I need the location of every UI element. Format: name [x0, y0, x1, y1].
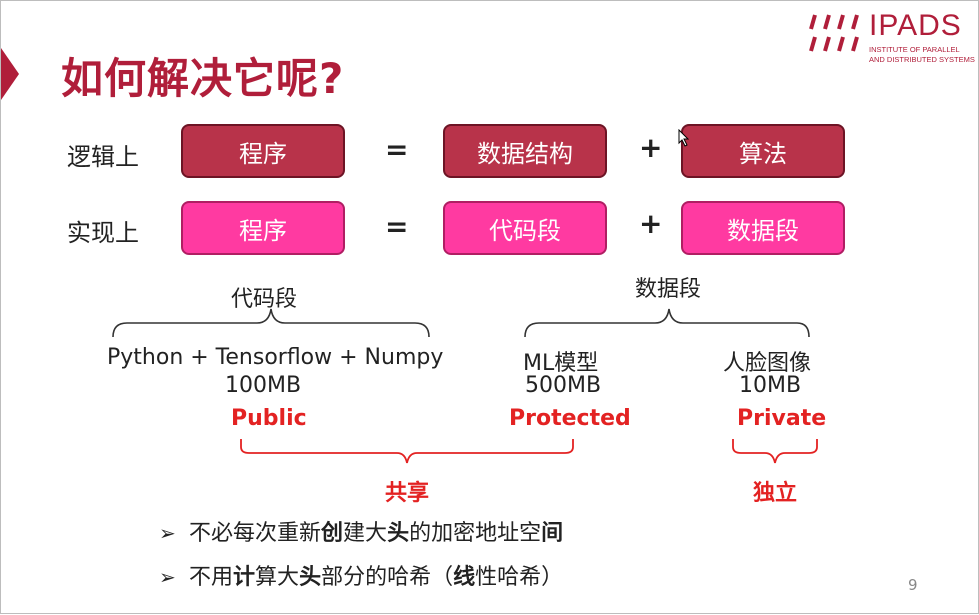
logo-subtitle-2: AND DISTRIBUTED SYSTEMS	[869, 55, 975, 64]
arrow-bullet-icon: ➢	[159, 521, 176, 545]
independent-label: 独立	[753, 481, 798, 506]
item-face-size: 10MB	[739, 373, 802, 398]
equals-sign: =	[385, 133, 409, 166]
title-arrow-marker	[1, 48, 19, 100]
box-data-segment: 数据段	[681, 201, 845, 255]
data-brace	[524, 308, 810, 338]
bullet-item: ➢不用计算大头部分的哈希（线性哈希）	[159, 565, 564, 590]
box-code-segment: 代码段	[443, 201, 607, 255]
item-libs-access: Public	[231, 406, 307, 431]
box-data-structure: 数据结构	[443, 124, 607, 178]
independent-brace	[732, 439, 818, 464]
page-number: 9	[908, 576, 918, 594]
group-label-data: 数据段	[635, 277, 702, 302]
box-algorithm: 算法	[681, 124, 845, 178]
item-face-name: 人脸图像	[723, 351, 812, 376]
row-label-logical: 逻辑上	[67, 143, 139, 171]
logo-subtitle-1: INSTITUTE OF PARALLEL	[869, 45, 960, 54]
code-brace	[112, 308, 430, 338]
mouse-cursor-icon	[678, 128, 690, 151]
ipads-logo: IPADS INSTITUTE OF PARALLEL AND DISTRIBU…	[807, 7, 975, 67]
plus-sign: +	[639, 131, 663, 164]
item-face-access: Private	[737, 406, 827, 431]
item-libs-name: Python + Tensorflow + Numpy	[107, 345, 444, 370]
item-model-name: ML模型	[523, 351, 599, 376]
bullet-item: ➢不必每次重新创建大头的加密地址空间	[159, 521, 564, 546]
item-model-size: 500MB	[525, 373, 602, 398]
logo-name: IPADS	[869, 9, 962, 42]
plus-sign: +	[639, 207, 663, 240]
equals-sign: =	[385, 210, 409, 243]
box-program-impl: 程序	[181, 201, 345, 255]
box-program-logical: 程序	[181, 124, 345, 178]
slide-title: 如何解决它呢?	[61, 54, 345, 103]
shared-label: 共享	[385, 481, 430, 506]
row-label-impl: 实现上	[67, 219, 139, 247]
item-model-access: Protected	[509, 406, 631, 431]
logo-stripes-icon	[809, 14, 859, 52]
arrow-bullet-icon: ➢	[159, 565, 176, 589]
item-libs-size: 100MB	[225, 373, 302, 398]
group-label-code: 代码段	[231, 287, 298, 312]
shared-brace	[240, 439, 574, 464]
